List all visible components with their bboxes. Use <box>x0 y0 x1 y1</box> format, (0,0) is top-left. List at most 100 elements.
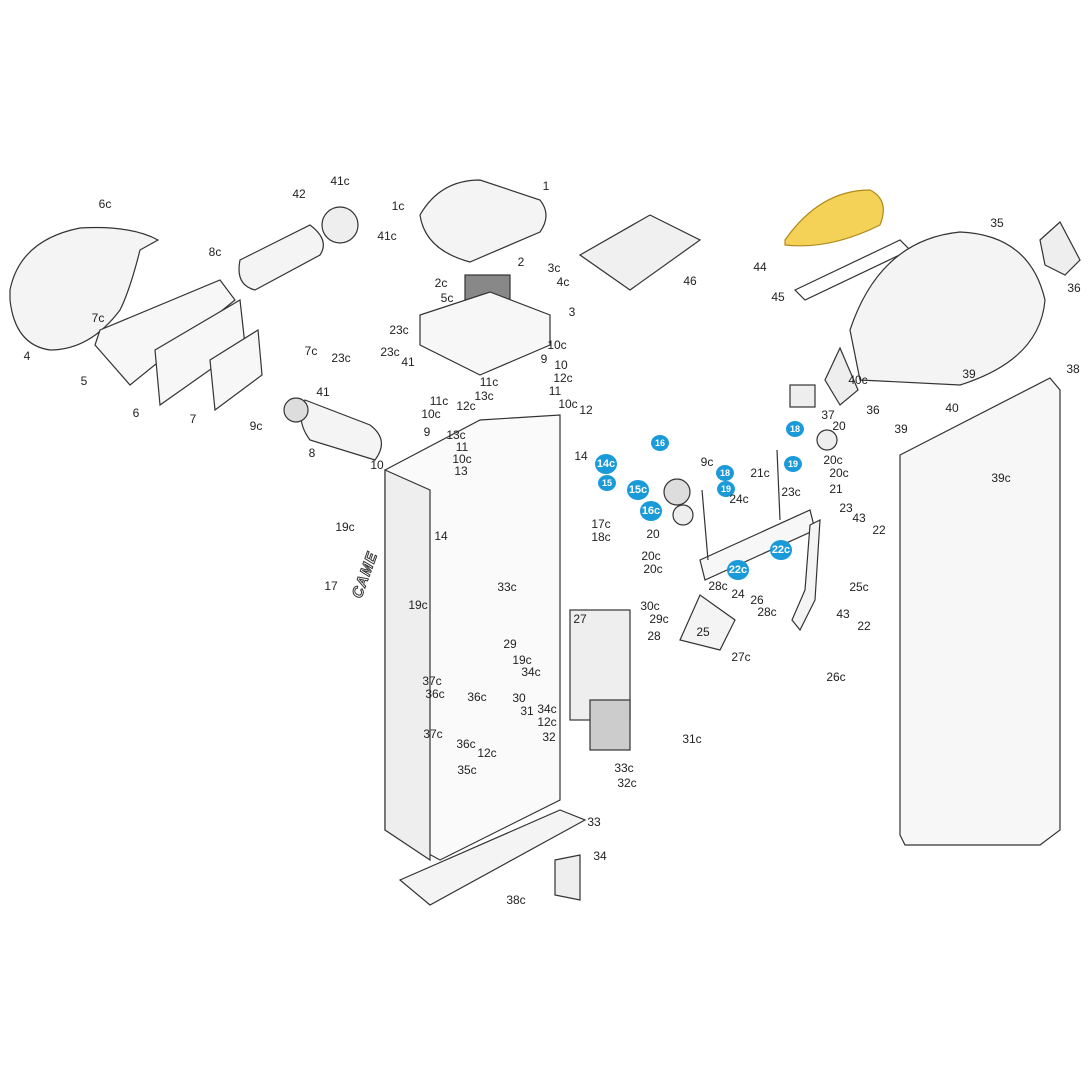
part-label: 13c <box>446 428 466 442</box>
part-label: 5 <box>80 374 88 388</box>
highlighted-part-label: 16 <box>651 435 669 451</box>
part-label: 20 <box>646 527 660 541</box>
part-label: 8c <box>208 245 222 259</box>
part-label: 34 <box>593 849 607 863</box>
part-label: 33 <box>587 815 601 829</box>
part-label: 40 <box>945 401 959 415</box>
part-label: 29c <box>649 612 669 626</box>
part-label: 17c <box>591 517 611 531</box>
part-label: 21 <box>829 482 843 496</box>
part-label: 5c <box>440 291 454 305</box>
part-label: 40c <box>848 373 868 387</box>
part-label: 37c <box>423 727 443 741</box>
part-label: 3 <box>568 305 576 319</box>
part-label: 35 <box>990 216 1004 230</box>
part-label: 10c <box>452 452 472 466</box>
part-label: 19c <box>408 598 428 612</box>
part-label: 28 <box>647 629 661 643</box>
part-label: 37 <box>821 408 835 422</box>
part-label: 12c <box>456 399 476 413</box>
part-label: 9c <box>249 419 263 433</box>
part-label: 6 <box>132 406 140 420</box>
part-label: 20c <box>643 562 663 576</box>
part-label: 10c <box>547 338 567 352</box>
part-label: 14 <box>434 529 448 543</box>
top-cover-35 <box>849 231 1046 386</box>
part-label: 36c <box>467 690 487 704</box>
part-label: 39c <box>991 471 1011 485</box>
part-label: 30c <box>640 599 660 613</box>
highlighted-part-label: 19 <box>784 456 802 472</box>
flange-42 <box>321 206 359 244</box>
part-label: 41 <box>401 355 415 369</box>
highlighted-part-label: 15c <box>627 480 649 500</box>
part-label: 20c <box>823 453 843 467</box>
plate-7 <box>209 328 263 412</box>
part-label: 38c <box>506 893 526 907</box>
part-label: 34c <box>521 665 541 679</box>
part-label: 9 <box>423 425 431 439</box>
part-label: 26 <box>750 593 764 607</box>
part-label: 2 <box>517 255 525 269</box>
part-label: 39 <box>894 422 908 436</box>
part-label: 36 <box>1067 281 1081 295</box>
part-label: 24c <box>729 492 749 506</box>
part-label: 23c <box>389 323 409 337</box>
part-label: 32 <box>542 730 556 744</box>
part-label: 19c <box>512 653 532 667</box>
part-label: 4c <box>556 275 570 289</box>
highlighted-part-label: 14c <box>595 454 617 474</box>
part-label: 37c <box>422 674 442 688</box>
highlighted-part-label: 15 <box>598 475 616 491</box>
part-label: 38 <box>1066 362 1080 376</box>
part-label: 23 <box>839 501 853 515</box>
part-label: 36c <box>456 737 476 751</box>
flashing-light-44 <box>784 189 884 247</box>
part-label: 11 <box>455 440 469 454</box>
part-label: 41c <box>330 174 350 188</box>
part-label: 45 <box>771 290 785 304</box>
bearing-9c <box>283 397 309 423</box>
part-label: 11c <box>479 375 499 389</box>
part-label: 23c <box>781 485 801 499</box>
part-label: 6c <box>98 197 112 211</box>
bracket-34 <box>554 854 581 901</box>
board-46 <box>578 214 702 291</box>
part-label: 11c <box>429 394 449 408</box>
part-label: 28c <box>757 605 777 619</box>
cabinet-door <box>384 469 431 862</box>
part-label: 29 <box>503 637 517 651</box>
part-label: 33c <box>614 761 634 775</box>
part-label: 43 <box>852 511 866 525</box>
part-label: 25 <box>696 625 710 639</box>
part-label: 36c <box>425 687 445 701</box>
part-label: 32c <box>617 776 637 790</box>
plate-25 <box>679 594 736 651</box>
part-label: 7c <box>91 311 105 325</box>
end-cap-36b <box>824 346 859 406</box>
part-label: 2c <box>434 276 448 290</box>
part-label: 30 <box>512 691 526 705</box>
part-label: 41c <box>377 229 397 243</box>
motor-42 <box>238 224 324 291</box>
part-label: 10 <box>370 458 384 472</box>
part-label: 18c <box>591 530 611 544</box>
part-label: 28c <box>708 579 728 593</box>
part-label: 4 <box>23 349 31 363</box>
part-label: 9c <box>700 455 714 469</box>
part-label: 1 <box>542 179 550 193</box>
part-label: 27c <box>731 650 751 664</box>
part-label: 10 <box>554 358 568 372</box>
base-plate-33 <box>398 809 587 906</box>
part-label: 19c <box>335 520 355 534</box>
part-label: 10c <box>421 407 441 421</box>
part-label: 23c <box>331 351 351 365</box>
part-label: 41 <box>316 385 330 399</box>
part-label: 22 <box>872 523 886 537</box>
gasket-37 <box>789 384 816 408</box>
part-label: 27 <box>573 612 587 626</box>
part-label: 9 <box>540 352 548 366</box>
housing-39 <box>899 377 1061 846</box>
